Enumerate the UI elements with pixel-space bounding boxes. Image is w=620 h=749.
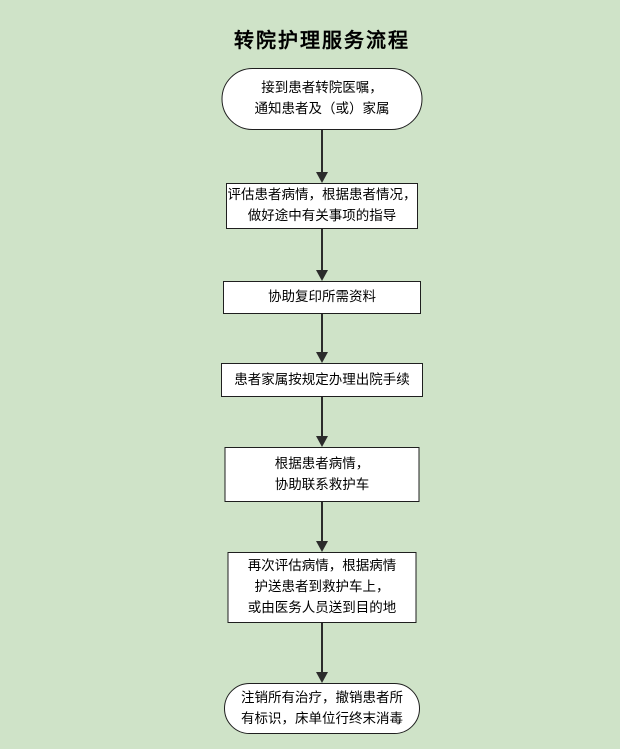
arrow-line	[321, 397, 323, 437]
flow-node-start-receive-order: 接到患者转院医嘱， 通知患者及（或）家属	[221, 68, 423, 130]
arrow-line	[321, 623, 323, 673]
page-title: 转院护理服务流程	[234, 28, 410, 52]
flow-node-text: 协助复印所需资料	[268, 289, 376, 305]
arrow-line	[321, 314, 323, 353]
flow-arrow-1	[316, 130, 328, 183]
flow-node-assess-condition: 评估患者病情，根据患者情况， 做好途中有关事项的指导	[226, 183, 418, 229]
arrow-line	[321, 502, 323, 542]
flow-node-text: 注销所有治疗，撤销患者所 有标识，床单位行终末消毒	[241, 689, 403, 727]
flow-node-text: 接到患者转院医嘱， 通知患者及（或）家属	[254, 80, 390, 117]
flow-arrow-4	[316, 397, 328, 447]
flow-arrow-5	[316, 502, 328, 552]
arrow-line	[321, 130, 323, 173]
flow-node-escort-patient: 再次评估病情，根据病情 护送患者到救护车上， 或由医务人员送到目的地	[227, 552, 417, 623]
flow-node-contact-ambulance: 根据患者病情， 协助联系救护车	[224, 447, 420, 502]
arrow-head-down-icon	[316, 541, 328, 552]
arrow-head-down-icon	[316, 172, 328, 183]
flow-node-end-terminal-disinfect: 注销所有治疗，撤销患者所 有标识，床单位行终末消毒	[224, 683, 420, 734]
arrow-head-down-icon	[316, 672, 328, 683]
flow-node-copy-materials: 协助复印所需资料	[223, 281, 421, 314]
arrow-head-down-icon	[316, 352, 328, 363]
flow-arrow-2	[316, 229, 328, 281]
arrow-line	[321, 229, 323, 271]
flow-node-text: 患者家属按规定办理出院手续	[234, 371, 410, 388]
flow-arrow-3	[316, 314, 328, 363]
arrow-head-down-icon	[316, 270, 328, 281]
flow-node-text: 再次评估病情，根据病情 护送患者到救护车上， 或由医务人员送到目的地	[247, 558, 397, 616]
flow-arrow-6	[316, 623, 328, 683]
flow-node-discharge-formalities: 患者家属按规定办理出院手续	[221, 363, 423, 397]
flow-node-text: 评估患者病情，根据患者情况， 做好途中有关事项的指导	[227, 187, 417, 224]
flow-node-text: 根据患者病情， 协助联系救护车	[274, 455, 370, 493]
arrow-head-down-icon	[316, 436, 328, 447]
